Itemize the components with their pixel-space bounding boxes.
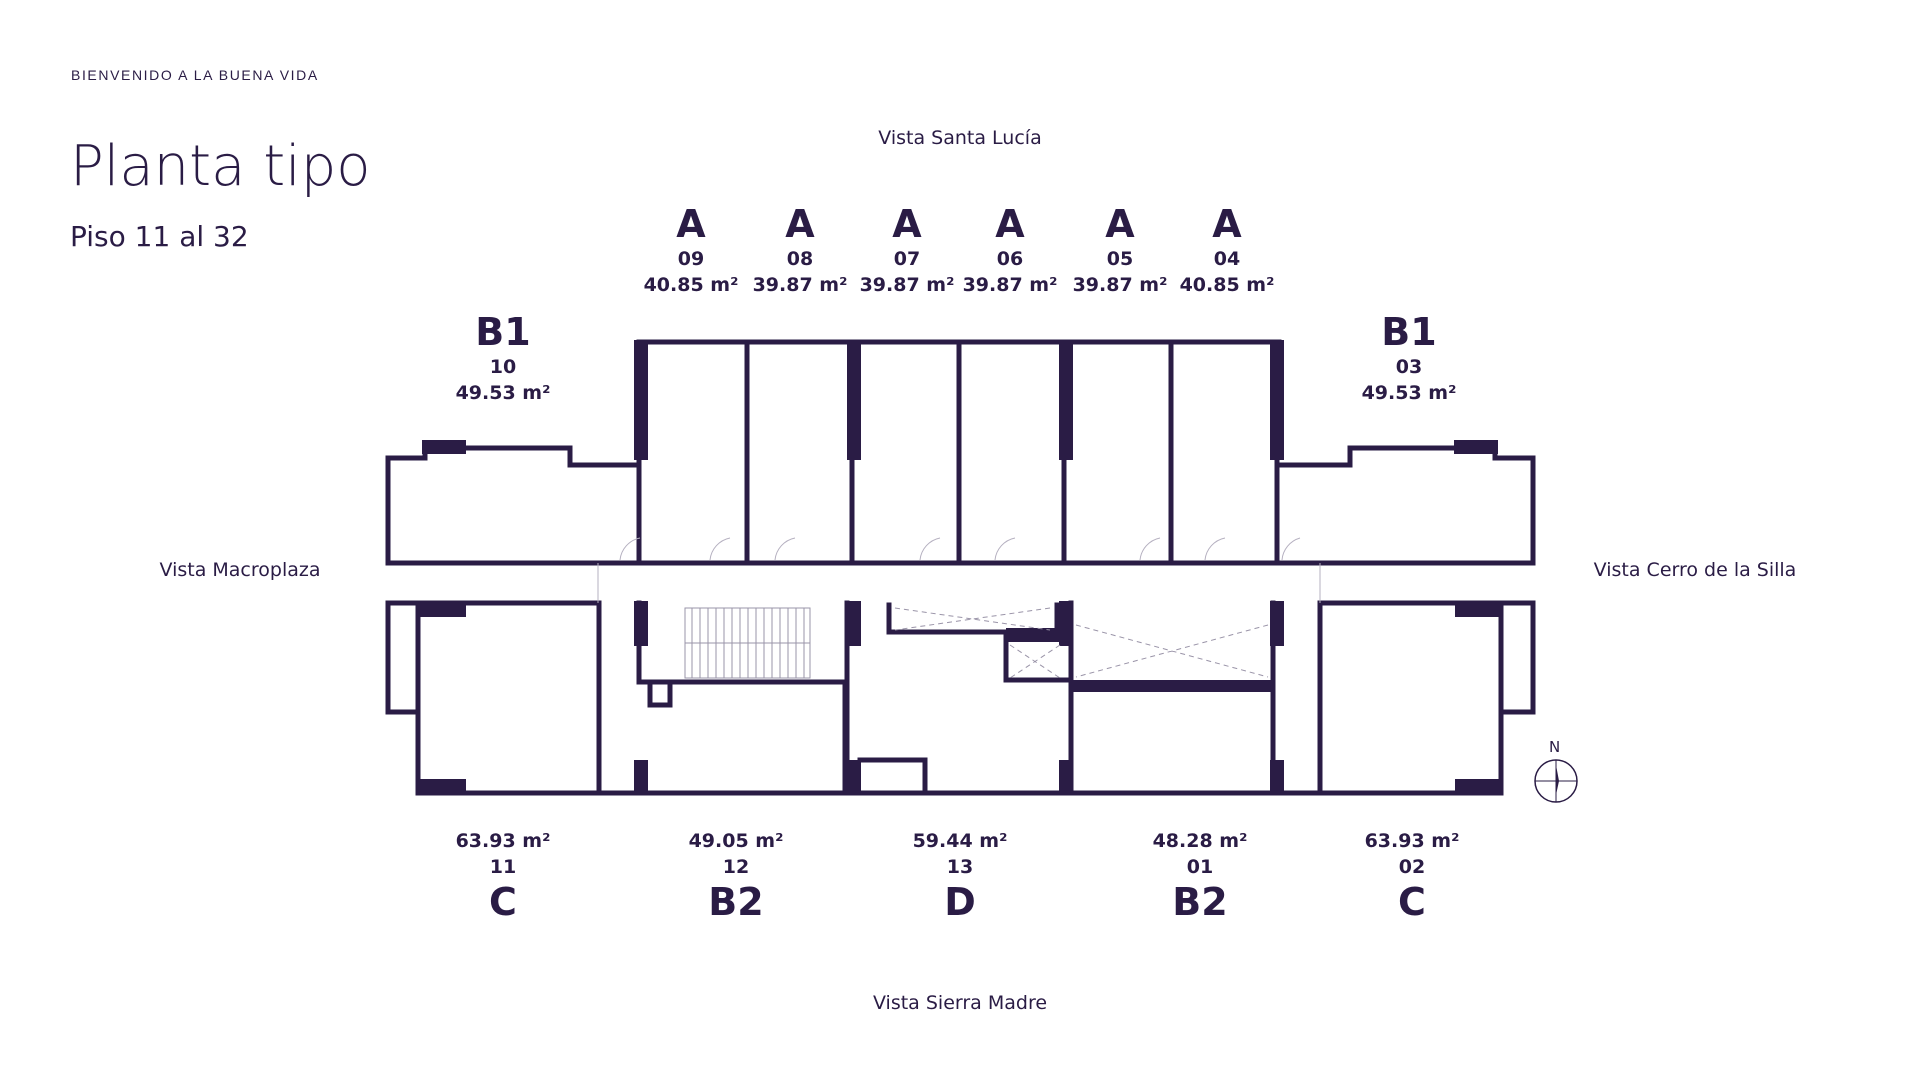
compass-north-label: N (1549, 738, 1561, 756)
unit-number: 12 (722, 856, 750, 878)
view-north: Vista Santa Lucía (878, 127, 1042, 149)
unit-number: 08 (786, 248, 814, 270)
compass-icon (1534, 759, 1578, 803)
doors (597, 537, 1321, 603)
unit-area: 59.44 m² (912, 830, 1008, 852)
unit-type: A (1212, 202, 1242, 246)
unit-number: 04 (1213, 248, 1241, 270)
unit-area: 49.53 m² (455, 382, 551, 404)
walls (385, 339, 1536, 796)
unit-type: A (1105, 202, 1135, 246)
unit-type: A (676, 202, 706, 246)
unit-type: B2 (1172, 880, 1228, 924)
unit-number: 05 (1106, 248, 1134, 270)
view-east: Vista Cerro de la Silla (1593, 559, 1797, 581)
kicker-text: BIENVENIDO A LA BUENA VIDA (71, 67, 319, 83)
structural-columns (418, 340, 1501, 793)
view-west: Vista Macroplaza (159, 559, 321, 581)
unit-type: B1 (475, 310, 531, 354)
unit-type: B1 (1381, 310, 1437, 354)
unit-area: 39.87 m² (752, 274, 848, 296)
view-south: Vista Sierra Madre (872, 992, 1048, 1014)
unit-type: C (1398, 880, 1426, 924)
unit-area: 39.87 m² (859, 274, 955, 296)
unit-number: 02 (1398, 856, 1426, 878)
unit-area: 49.53 m² (1361, 382, 1457, 404)
unit-number: 03 (1395, 356, 1423, 378)
unit-number: 01 (1186, 856, 1214, 878)
unit-number: 06 (996, 248, 1024, 270)
unit-area: 63.93 m² (455, 830, 551, 852)
floor-range: Piso 11 al 32 (70, 220, 249, 253)
page-title: Planta tipo (70, 134, 371, 199)
unit-number: 09 (677, 248, 705, 270)
unit-type: C (489, 880, 517, 924)
unit-area: 48.28 m² (1152, 830, 1248, 852)
unit-number: 10 (489, 356, 517, 378)
unit-type: A (785, 202, 815, 246)
unit-type: A (892, 202, 922, 246)
unit-type: B2 (708, 880, 764, 924)
elevators (894, 607, 1269, 679)
unit-number: 13 (946, 856, 974, 878)
unit-area: 40.85 m² (1179, 274, 1275, 296)
unit-area: 39.87 m² (1072, 274, 1168, 296)
unit-area: 40.85 m² (643, 274, 739, 296)
stairs (684, 607, 811, 679)
unit-number: 07 (893, 248, 921, 270)
unit-area: 63.93 m² (1364, 830, 1460, 852)
unit-area: 49.05 m² (688, 830, 784, 852)
unit-area: 39.87 m² (962, 274, 1058, 296)
unit-number: 11 (489, 856, 517, 878)
unit-type: D (944, 880, 976, 924)
unit-type: A (995, 202, 1025, 246)
